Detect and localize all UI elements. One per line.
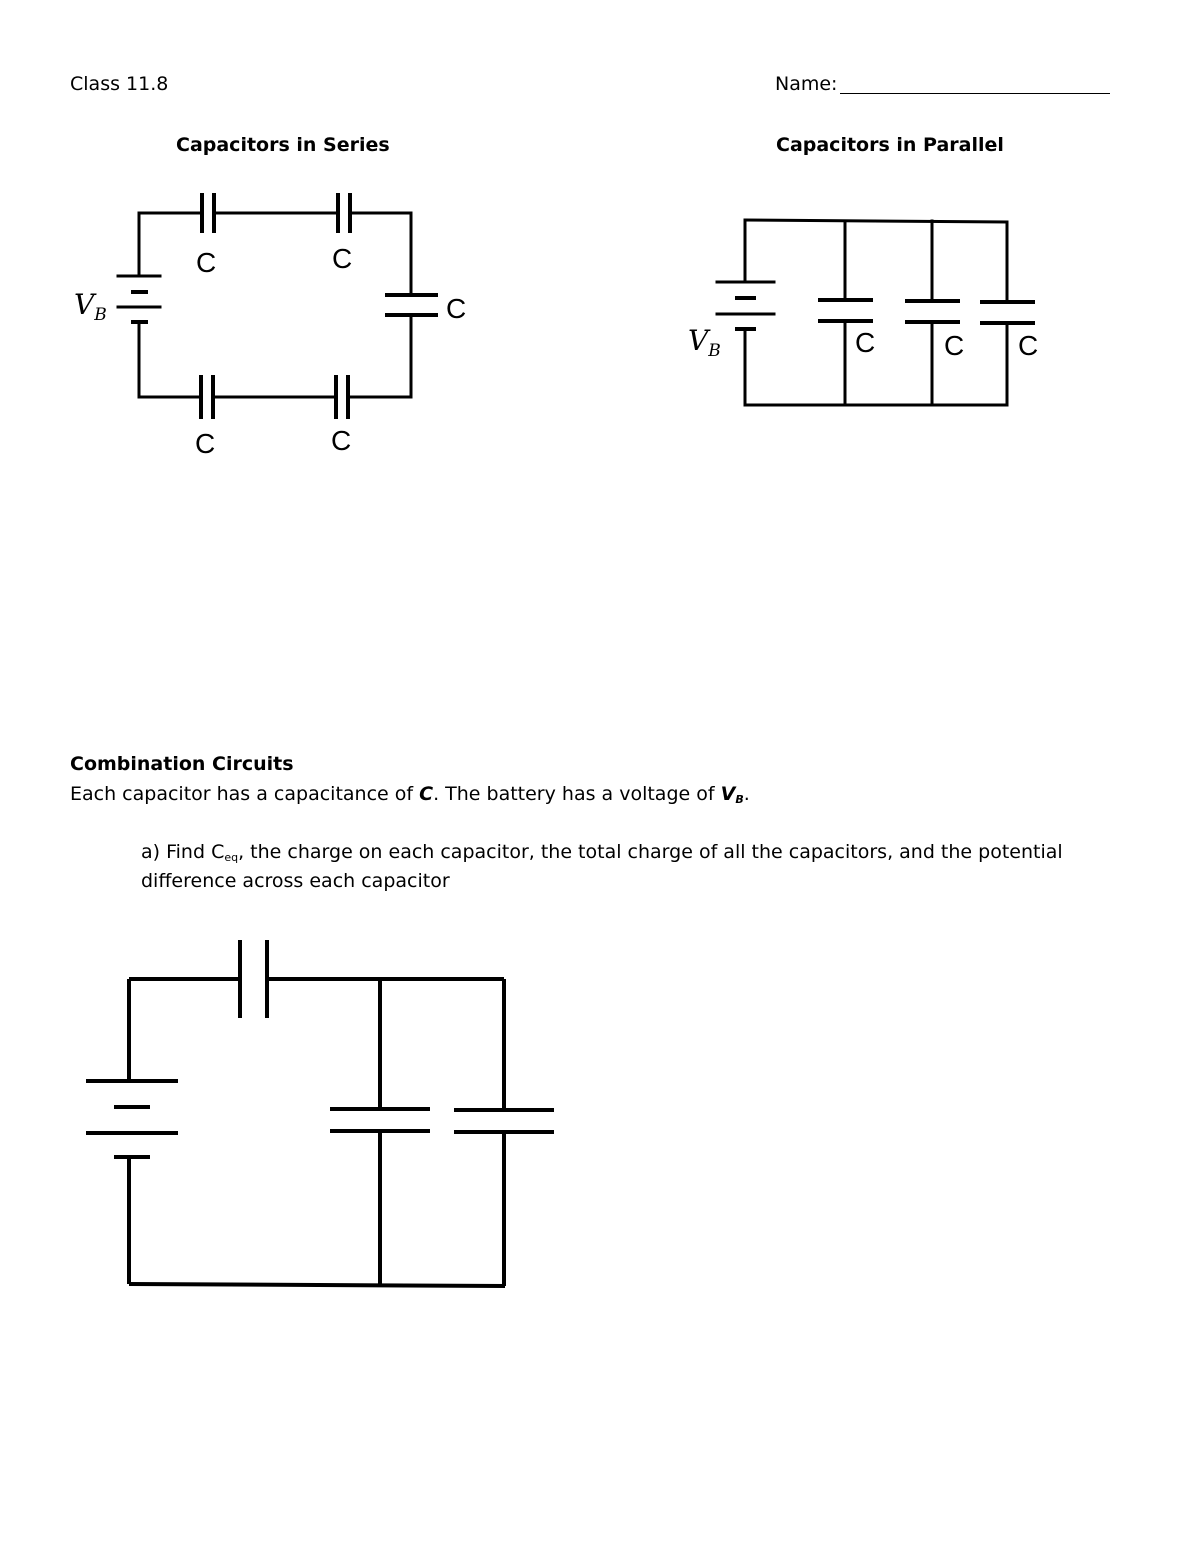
series-title: Capacitors in Series: [176, 134, 390, 156]
class-label: Class 11.8: [70, 73, 169, 95]
parallel-cap-label: C: [855, 327, 875, 358]
combination-title: Combination Circuits: [70, 753, 294, 775]
question-a-line2: difference across each capacitor: [141, 870, 450, 892]
parallel-cap-label: C: [1018, 330, 1038, 361]
series-battery-label: VB: [74, 288, 107, 325]
series-cap-label: C: [446, 293, 466, 324]
series-cap-label: C: [332, 243, 352, 274]
parallel-cap-label: C: [944, 330, 964, 361]
series-cap-label: C: [331, 425, 351, 456]
name-blank-line[interactable]: [840, 93, 1110, 94]
combination-intro: Each capacitor has a capacitance of C. T…: [70, 783, 750, 806]
parallel-title: Capacitors in Parallel: [776, 134, 1004, 156]
name-label: Name:: [775, 73, 838, 95]
series-cap-label: C: [195, 428, 215, 459]
series-cap-label: C: [196, 247, 216, 278]
question-a-line1: a) Find Ceq, the charge on each capacito…: [141, 841, 1063, 864]
parallel-battery-label: VB: [688, 324, 721, 361]
